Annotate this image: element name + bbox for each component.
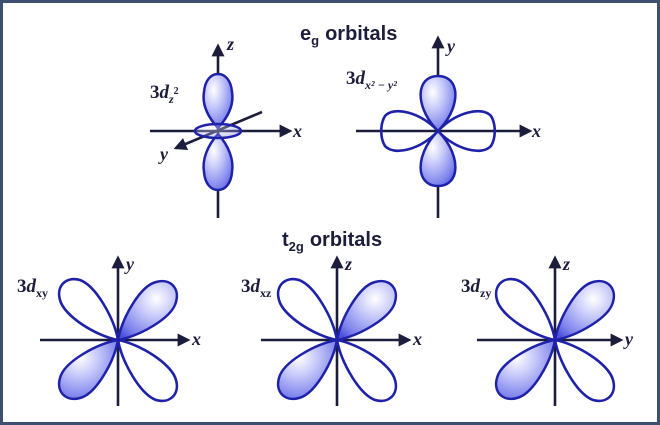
lobe-lower-left <box>494 338 557 401</box>
lobe-upper <box>202 72 234 130</box>
orbital-label-3dxz: 3dxz <box>241 276 272 300</box>
x-axis-label: x <box>531 121 541 141</box>
orbital-label-3dzy: 3dzy <box>461 276 491 300</box>
lobe-upper-right <box>553 279 616 342</box>
y-axis-label: y <box>623 329 634 349</box>
lobe-upper-left-outline <box>57 277 120 342</box>
x-axis-label: x <box>412 329 422 349</box>
torus-ring <box>193 122 243 140</box>
orbital-3dxz: z x 3dxz <box>241 254 422 406</box>
orbital-3dxy: y x 3dxy <box>17 254 201 406</box>
lobe-lower <box>202 132 234 192</box>
x-axis-label: x <box>292 121 302 141</box>
lobe-upper-right <box>335 279 398 342</box>
lobe-lower-right-outline <box>335 338 398 403</box>
y-axis-label: y <box>158 144 169 164</box>
orbital-label-3dx2-y2: 3dx² − y² <box>346 68 397 92</box>
lobe-upper <box>419 74 457 133</box>
orbital-3dz2: z x y 3dz2 <box>150 34 302 218</box>
lobe-lower-right-outline <box>553 338 616 403</box>
z-axis-label: z <box>344 254 352 274</box>
lobe-lower-left <box>276 338 339 401</box>
lobe-lower-right-outline <box>116 338 179 403</box>
lobe-lower-left <box>57 338 120 401</box>
lobe-left-outline <box>379 109 440 153</box>
orbital-3dx2-y2: y x 3dx² − y² <box>346 35 541 218</box>
y-axis-label: y <box>445 36 456 56</box>
orbital-label-3dxy: 3dxy <box>17 276 48 300</box>
lobe-right-outline <box>436 109 497 153</box>
lobe-upper-right <box>116 279 179 342</box>
lobe-lower <box>419 129 457 188</box>
orbital-label-3dz2: 3dz2 <box>150 82 179 106</box>
lobe-upper-left-outline <box>276 277 339 342</box>
z-axis-label: z <box>562 254 570 274</box>
x-axis-label: x <box>191 329 201 349</box>
z-axis-label: z <box>226 34 234 54</box>
lobe-upper-left-outline <box>494 277 557 342</box>
y-axis-label: y <box>124 254 135 274</box>
orbital-3dzy: z y 3dzy <box>461 254 634 406</box>
